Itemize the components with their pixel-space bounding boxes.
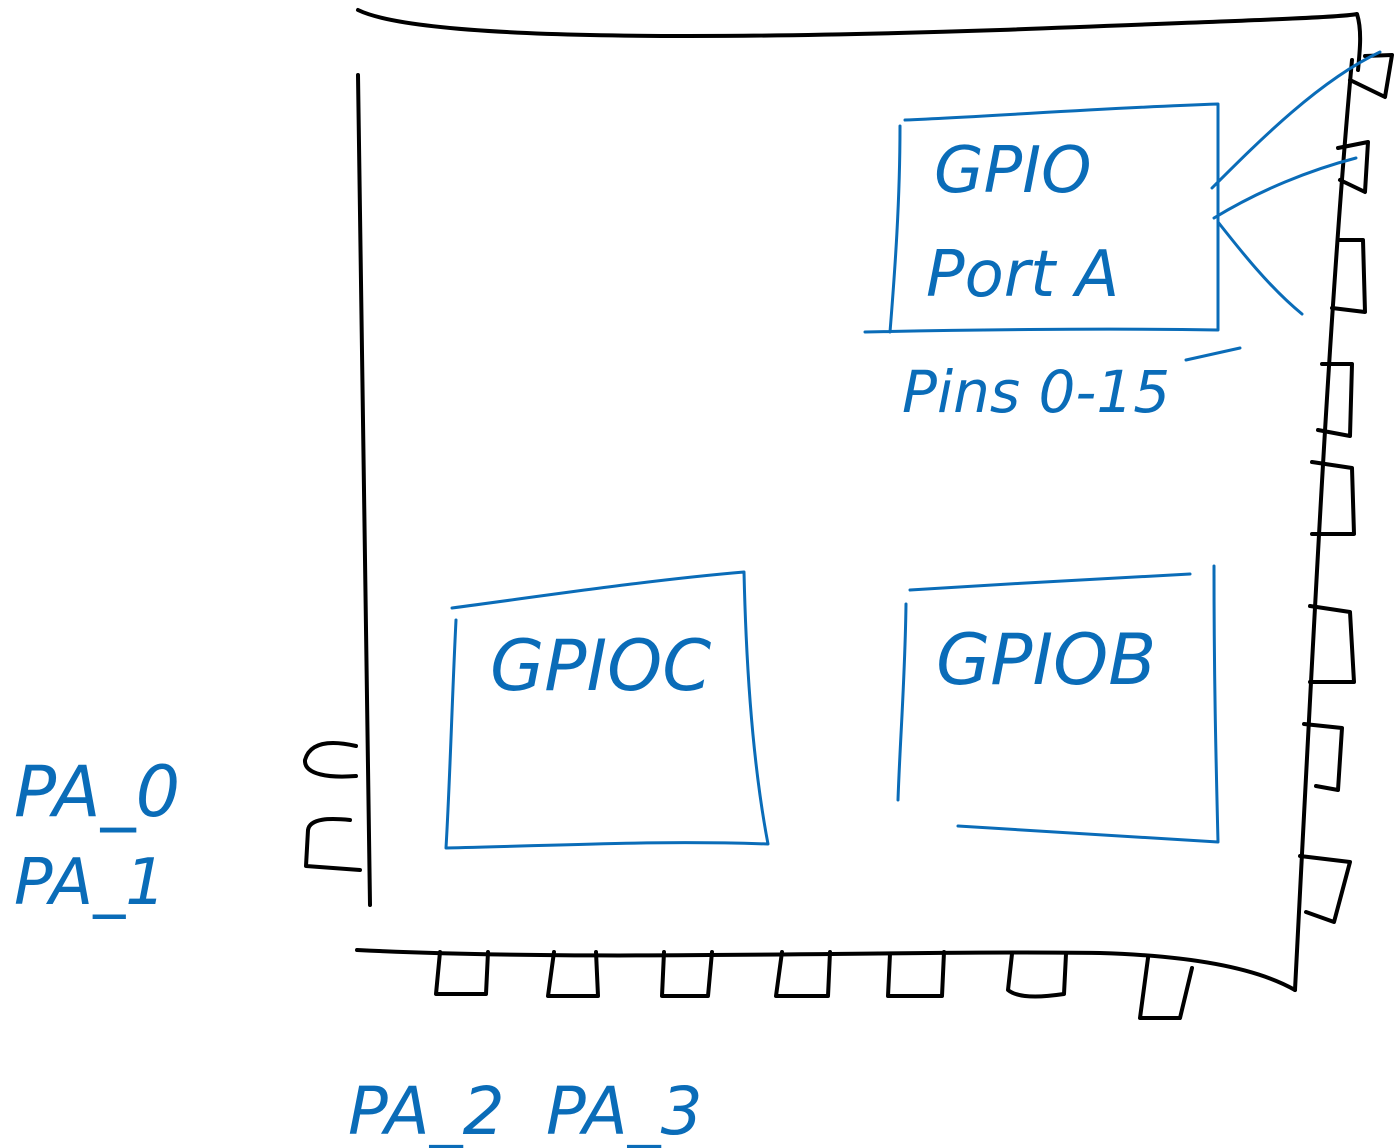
gpio-c-label: GPIOC — [490, 625, 711, 707]
wire-to-pin-2 — [1212, 156, 1358, 220]
bottom-pin — [886, 950, 946, 998]
right-pin — [1348, 53, 1394, 99]
gpio-a-title-line1: GPIO — [934, 134, 1091, 208]
right-pin — [1308, 604, 1356, 684]
bottom-pins — [434, 950, 1194, 1020]
gpio-b-box — [896, 564, 1220, 844]
bottom-pin — [1006, 952, 1068, 999]
gpio-b-label: GPIOB — [936, 619, 1156, 701]
chip-top-edge — [356, 8, 1363, 72]
wire-to-pin-1 — [1210, 50, 1382, 190]
gpio-a-title-line2: Port A — [926, 238, 1119, 312]
wire-to-pin-3 — [1216, 220, 1304, 316]
chip-right-edge — [1293, 58, 1354, 992]
bottom-pin — [774, 950, 832, 998]
right-pin — [1310, 460, 1356, 536]
label-pa1: PA_1 — [14, 846, 166, 920]
pin-labels: PA_0 PA_1 PA_2 PA_3 — [14, 751, 703, 1148]
bottom-pin — [546, 950, 600, 998]
chip-bottom-edge — [355, 948, 1297, 992]
right-pin — [1336, 140, 1370, 194]
chip-body — [355, 8, 1363, 992]
bottom-pin — [660, 950, 714, 998]
gpio-b-block: GPIOB — [896, 564, 1220, 844]
bottom-pin — [1138, 956, 1194, 1020]
gpio-c-box — [444, 570, 770, 850]
right-pin — [1298, 854, 1352, 924]
left-pins — [303, 740, 362, 872]
gpio-c-block: GPIOC — [444, 570, 770, 850]
left-pin-pa0 — [303, 740, 358, 779]
left-pin-pa1 — [304, 817, 362, 872]
pins-label-stroke — [1184, 346, 1242, 362]
right-pin — [1302, 722, 1344, 792]
right-pins — [1298, 53, 1394, 924]
chip-left-edge — [356, 73, 372, 907]
gpio-a-pins-label: Pins 0-15 — [902, 358, 1170, 426]
label-pa2: PA_2 — [348, 1073, 505, 1148]
bottom-pin — [434, 950, 490, 996]
gpio-port-a-block: GPIO Port A Pins 0-15 — [863, 50, 1382, 426]
gpio-a-box — [863, 102, 1220, 334]
right-pin — [1330, 238, 1367, 314]
label-pa0: PA_0 — [14, 751, 180, 833]
label-pa3: PA_3 — [546, 1073, 703, 1148]
right-pin — [1316, 362, 1354, 438]
